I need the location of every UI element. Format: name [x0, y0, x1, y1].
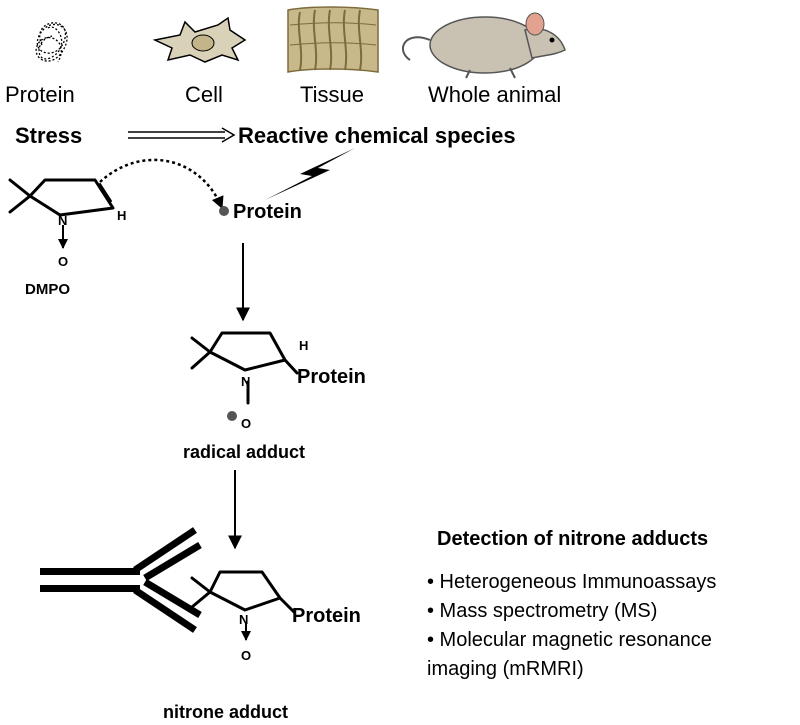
radical-adduct-caption: radical adduct	[183, 442, 305, 462]
detection-item: imaging (mRMRI)	[427, 658, 584, 680]
mouse-icon	[401, 12, 566, 79]
adduct-radical-dot	[227, 411, 237, 421]
nitrone-adduct-protein: Protein	[292, 605, 361, 627]
dmpo-o-atom: O	[58, 254, 68, 269]
reactive-species-label: Reactive chemical species	[238, 123, 516, 148]
detection-item: • Mass spectrometry (MS)	[427, 600, 657, 622]
dmpo-name: DMPO	[25, 281, 70, 298]
stress-label: Stress	[15, 123, 82, 148]
nitrone-adduct-o-atom: O	[241, 648, 251, 663]
cell-icon	[152, 16, 247, 63]
dmpo-h-atom: H	[117, 208, 126, 223]
tissue-icon	[287, 6, 379, 73]
antibody-icon	[40, 527, 202, 633]
radical-adduct-protein: Protein	[297, 366, 366, 388]
spin-trap-dotted-arrow	[99, 158, 224, 210]
nitrone-adduct-n-atom: N	[239, 612, 248, 627]
detection-item: • Molecular magnetic resonance	[427, 629, 712, 651]
detection-title: Detection of nitrone adducts	[437, 528, 708, 550]
nitrone-adduct-structure	[190, 570, 296, 641]
dmpo-structure	[8, 178, 115, 249]
dmpo-n-atom: N	[58, 213, 67, 228]
radical-adduct-structure	[190, 331, 299, 405]
nitrone-adduct-caption: nitrone adduct	[163, 702, 288, 722]
radical-adduct-o-atom: O	[241, 416, 251, 431]
radical-adduct-h-atom: H	[299, 338, 308, 353]
whole-animal-label: Whole animal	[428, 82, 561, 107]
stress-arrow	[128, 127, 236, 143]
protein-coil-icon	[35, 22, 68, 63]
detection-item: • Heterogeneous Immunoassays	[427, 571, 716, 593]
tissue-label: Tissue	[300, 82, 364, 107]
cell-label: Cell	[185, 82, 223, 107]
protein-label: Protein	[5, 82, 75, 107]
radical-dot	[219, 206, 229, 216]
lightning-bolt-icon	[265, 148, 355, 200]
protein-radical-label: Protein	[233, 201, 302, 223]
radical-adduct-n-atom: N	[241, 374, 250, 389]
